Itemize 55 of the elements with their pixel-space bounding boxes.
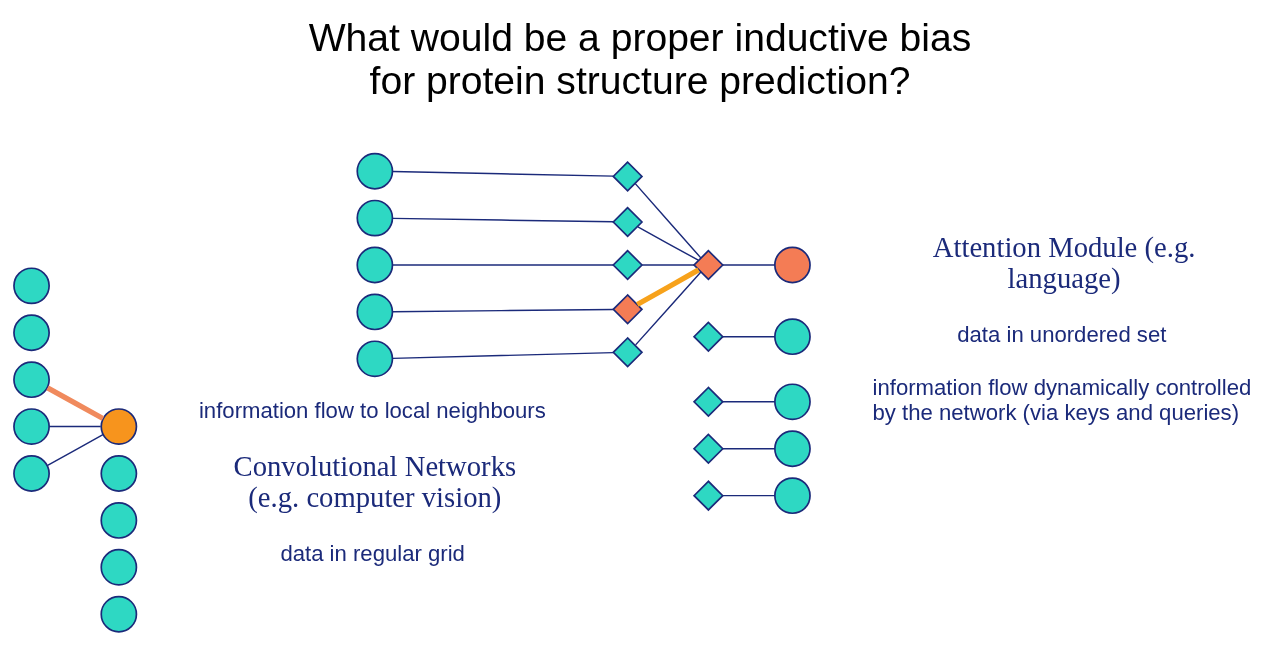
node-circle xyxy=(13,361,50,399)
connector xyxy=(722,448,776,450)
connector xyxy=(391,170,614,177)
connector xyxy=(641,264,695,266)
label: data in regular grid xyxy=(280,540,465,566)
label: Convolutional Networks (e.g. computer vision) xyxy=(233,449,517,513)
node-circle xyxy=(356,340,394,378)
node-circle xyxy=(356,246,394,284)
node-circle xyxy=(774,430,811,468)
connector xyxy=(391,217,614,223)
connector xyxy=(634,271,702,346)
node-circle xyxy=(13,267,50,305)
connector xyxy=(636,267,700,307)
node-circle xyxy=(774,318,811,356)
connector xyxy=(391,351,614,360)
node-circle xyxy=(13,455,50,492)
node-diamond xyxy=(612,206,644,238)
node-circle xyxy=(356,199,394,237)
node-circle xyxy=(356,152,394,190)
node-circle xyxy=(100,455,138,492)
connector xyxy=(46,433,104,467)
node-diamond xyxy=(692,433,724,465)
connector xyxy=(46,385,105,421)
node-diamond xyxy=(612,249,644,281)
node-circle xyxy=(356,293,394,331)
node-circle xyxy=(774,246,811,284)
label: Attention Module (e.g. language) xyxy=(932,230,1196,294)
label: information flow to local neighbours xyxy=(198,397,546,423)
label: information flow dynamically controlled by the network (via keys and queries) xyxy=(872,374,1252,425)
node-circle xyxy=(100,595,138,633)
node-diamond xyxy=(612,336,644,368)
connector xyxy=(722,264,776,266)
node-diamond xyxy=(692,386,724,418)
node-circle xyxy=(13,408,50,445)
connector xyxy=(722,494,776,497)
diagram-title: What would be a proper inductive bias for protein structure prediction? xyxy=(308,15,972,102)
node-circle xyxy=(774,383,811,421)
connector xyxy=(391,264,614,266)
node-circle xyxy=(774,477,811,515)
node-diamond xyxy=(612,160,644,192)
connector xyxy=(391,308,614,313)
connector xyxy=(722,335,776,338)
node-diamond xyxy=(692,249,724,281)
node-diamond xyxy=(692,480,724,512)
node-diamond xyxy=(692,321,724,353)
connector xyxy=(637,226,699,261)
connector xyxy=(722,401,776,403)
node-circle xyxy=(100,548,138,586)
label: data in unordered set xyxy=(957,322,1167,348)
node-circle xyxy=(100,501,138,539)
node-diamond xyxy=(612,293,644,325)
connector xyxy=(634,182,702,259)
node-circle xyxy=(100,408,138,445)
connector xyxy=(48,425,102,428)
node-circle xyxy=(13,314,50,352)
